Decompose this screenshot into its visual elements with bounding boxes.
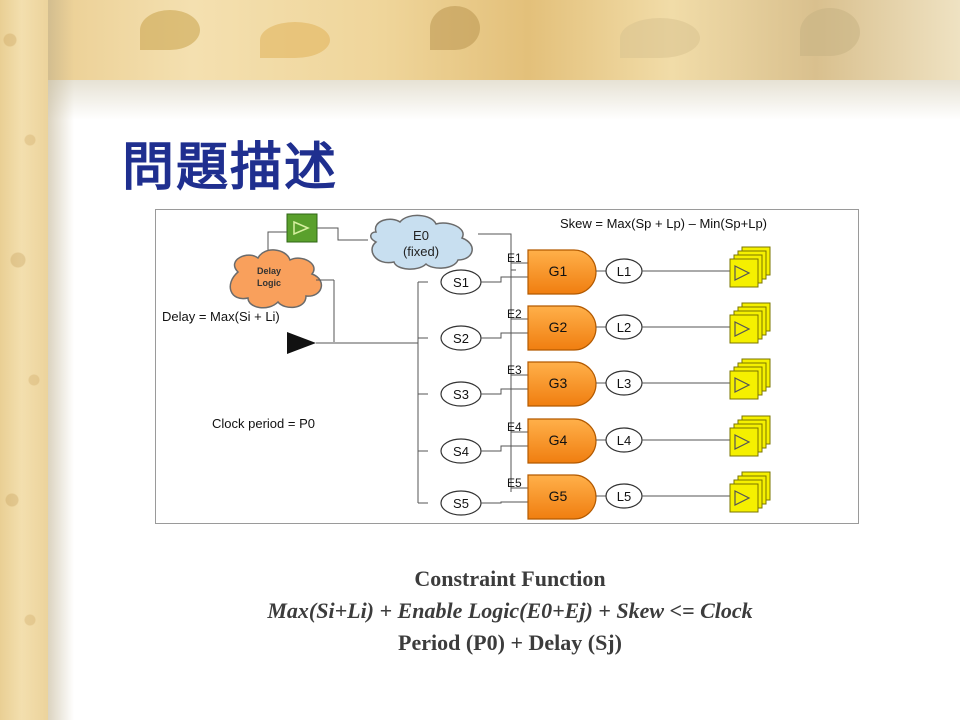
sink-label: S4 — [453, 444, 469, 459]
clock-period-label: Clock period = P0 — [212, 416, 315, 431]
delay-formula: Delay = Max(Si + Li) — [162, 309, 280, 324]
leaf-decoration — [430, 6, 480, 50]
skew-formula: Skew = Max(Sp + Lp) – Min(Sp+Lp) — [560, 216, 767, 231]
enable-label: E3 — [507, 363, 522, 377]
gate-label: G5 — [549, 488, 568, 504]
enable-label: E4 — [507, 420, 522, 434]
caption-line-3: Period (P0) + Delay (Sj) — [398, 630, 622, 655]
clock-input-triangle — [287, 332, 316, 354]
enable-label: E1 — [507, 251, 522, 265]
caption-line-1: Constraint Function — [414, 566, 606, 591]
caption-line-2: Max(Si+Li) + Enable Logic(E0+Ej) + Skew … — [120, 595, 900, 627]
and-gate — [527, 418, 597, 464]
load-label: L3 — [617, 376, 631, 391]
sink-label: S5 — [453, 496, 469, 511]
clock-tree-diagram: Delay Logic E0 (fixed) Skew = Max(Sp + L… — [155, 209, 859, 524]
sink-label: S2 — [453, 331, 469, 346]
load-label: L4 — [617, 433, 631, 448]
left-shadow — [48, 0, 74, 720]
load-label: L5 — [617, 489, 631, 504]
e0-label: (fixed) — [403, 244, 439, 259]
register-stack — [729, 415, 771, 457]
caption-line-2-text: Max(Si+Li) + Enable Logic(E0+Ej) + Skew … — [267, 598, 753, 623]
delay-logic-label: Logic — [257, 278, 281, 288]
gate-label: G4 — [549, 432, 568, 448]
clock-source-register — [286, 213, 318, 243]
delay-logic-label: Delay — [257, 266, 281, 276]
gate-label: G3 — [549, 375, 568, 391]
leaf-decoration — [140, 10, 200, 50]
gate-label: G1 — [549, 263, 568, 279]
enable-label: E2 — [507, 307, 522, 321]
delay-logic-cloud: Delay Logic — [229, 249, 323, 309]
slide-title: 問題描述 — [122, 138, 339, 198]
leaf-decoration — [800, 8, 860, 56]
register-stack — [729, 471, 771, 513]
leaf-decoration — [260, 22, 330, 58]
enable-label: E5 — [507, 476, 522, 490]
top-decorative-banner — [0, 0, 960, 80]
register-stack — [729, 302, 771, 344]
e0-fixed-cloud: E0 (fixed) — [370, 214, 473, 270]
and-gate — [527, 305, 597, 351]
sink-label: S1 — [453, 275, 469, 290]
and-gate — [527, 249, 597, 295]
constraint-caption: Constraint Function Max(Si+Li) + Enable … — [120, 563, 900, 659]
register-stack — [729, 246, 771, 288]
register-stack — [729, 358, 771, 400]
and-gate — [527, 474, 597, 520]
top-shadow — [48, 80, 960, 120]
gate-label: G2 — [549, 319, 568, 335]
leaf-decoration — [620, 18, 700, 58]
left-parchment-strip — [0, 0, 48, 720]
e0-label: E0 — [413, 228, 429, 243]
load-label: L1 — [617, 264, 631, 279]
sink-label: S3 — [453, 387, 469, 402]
load-label: L2 — [617, 320, 631, 335]
and-gate — [527, 361, 597, 407]
